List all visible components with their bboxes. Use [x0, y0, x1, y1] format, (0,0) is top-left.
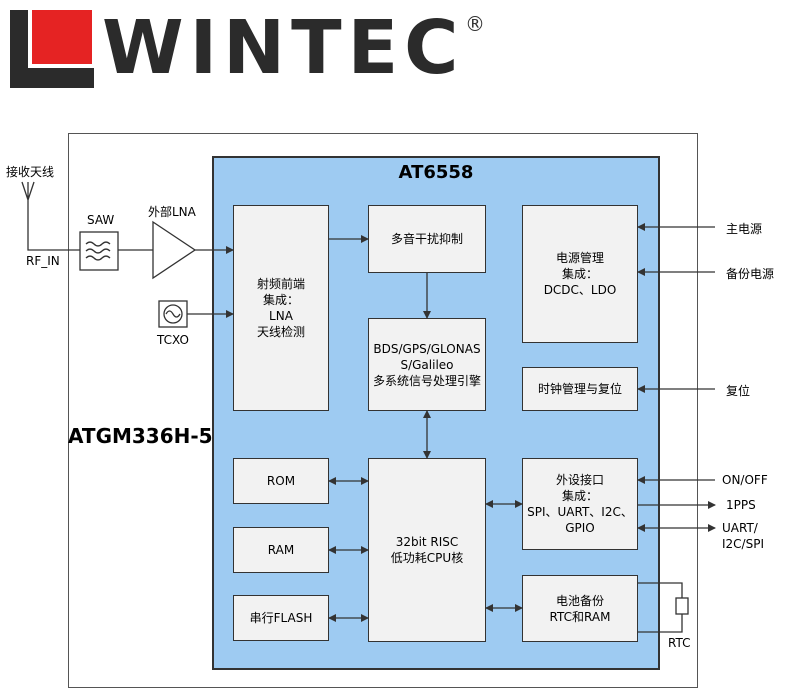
pps-label: 1PPS — [726, 498, 756, 512]
cpu-block: 32bit RISC 低功耗CPU核 — [368, 458, 486, 642]
antenna-label: 接收天线 — [6, 165, 55, 179]
rf-in-label: RF_IN — [26, 254, 60, 268]
chip-title: AT6558 — [398, 162, 474, 183]
backup-power-label: 备份电源 — [726, 267, 775, 281]
ram-block: RAM — [233, 527, 329, 573]
noise-suppression-block: 多音干扰抑制 — [368, 205, 486, 273]
ext-lna-label: 外部LNA — [148, 205, 196, 219]
wintec-logo-mark — [10, 10, 94, 88]
rom-block: ROM — [233, 458, 329, 504]
rtc-label: RTC — [668, 636, 691, 650]
rf-frontend-block: 射频前端 集成： LNA 天线检测 — [233, 205, 329, 411]
saw-label: SAW — [87, 213, 115, 227]
reset-label: 复位 — [726, 384, 751, 398]
module-boundary — [68, 133, 698, 688]
registered-mark: ® — [465, 12, 485, 36]
logo-text: WINTEC — [102, 5, 465, 91]
main-power-label: 主电源 — [726, 222, 763, 236]
tcxo-label: TCXO — [157, 333, 189, 347]
peripheral-interface-block: 外设接口 集成： SPI、UART、I2C、 GPIO — [522, 458, 638, 550]
product-name: ATGM336H-5N — [68, 424, 230, 448]
uart-i2c-spi-label: UART/ I2C/SPI — [722, 521, 764, 551]
power-management-block: 电源管理 集成： DCDC、LDO — [522, 205, 638, 343]
battery-backup-block: 电池备份 RTC和RAM — [522, 575, 638, 642]
on-off-label: ON/OFF — [722, 473, 768, 487]
clock-reset-block: 时钟管理与复位 — [522, 367, 638, 411]
flash-block: 串行FLASH — [233, 595, 329, 641]
